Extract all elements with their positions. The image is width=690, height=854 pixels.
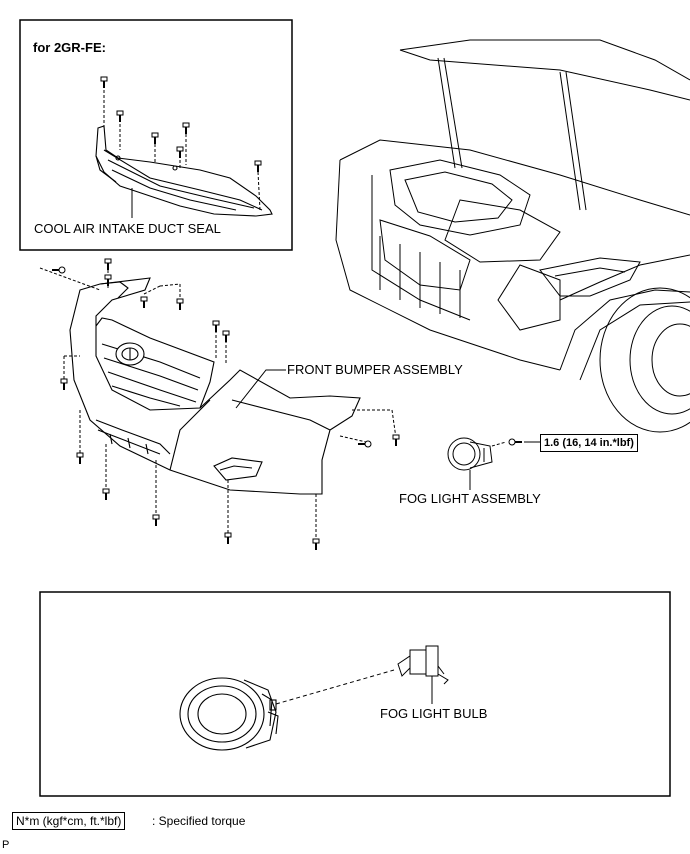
fog-light-screw (508, 438, 522, 446)
bumper-fastener-leaders (39, 267, 397, 542)
inset-clips (103, 90, 261, 211)
inset-clip-glyphs (100, 76, 262, 173)
label-fog-light-bulb: FOG LIGHT BULB (380, 706, 488, 721)
vehicle-engine-bay (335, 39, 690, 433)
bumper-side-screws (52, 266, 372, 448)
label-front-bumper-assembly: FRONT BUMPER ASSEMBLY (287, 362, 463, 377)
torque-spec-fog-light: 1.6 (16, 14 in.*lbf) (540, 434, 638, 452)
front-bumper-leader (235, 369, 286, 409)
cool-air-intake-duct-seal (95, 125, 273, 217)
label-cool-air-intake-duct-seal: COOL AIR INTAKE DUCT SEAL (34, 221, 221, 236)
fog-light-screw-leader (491, 441, 507, 447)
fog-light-large (179, 677, 279, 751)
label-fog-light-assembly: FOG LIGHT ASSEMBLY (399, 491, 541, 506)
inset-frame-2gr-fe (19, 19, 293, 251)
legend-description: : Specified torque (152, 814, 246, 828)
fog-light-assembly (447, 437, 493, 471)
bulb-leader-dashed (275, 669, 395, 705)
fog-light-bulb (397, 645, 449, 685)
legend-torque-unit: N*m (kgf*cm, ft.*lbf) (12, 812, 126, 830)
front-bumper-assembly (69, 277, 361, 495)
inset-title-2gr-fe: for 2GR-FE: (33, 40, 106, 55)
inset-frame-fog-light (39, 591, 671, 797)
corner-mark: P (2, 839, 10, 851)
